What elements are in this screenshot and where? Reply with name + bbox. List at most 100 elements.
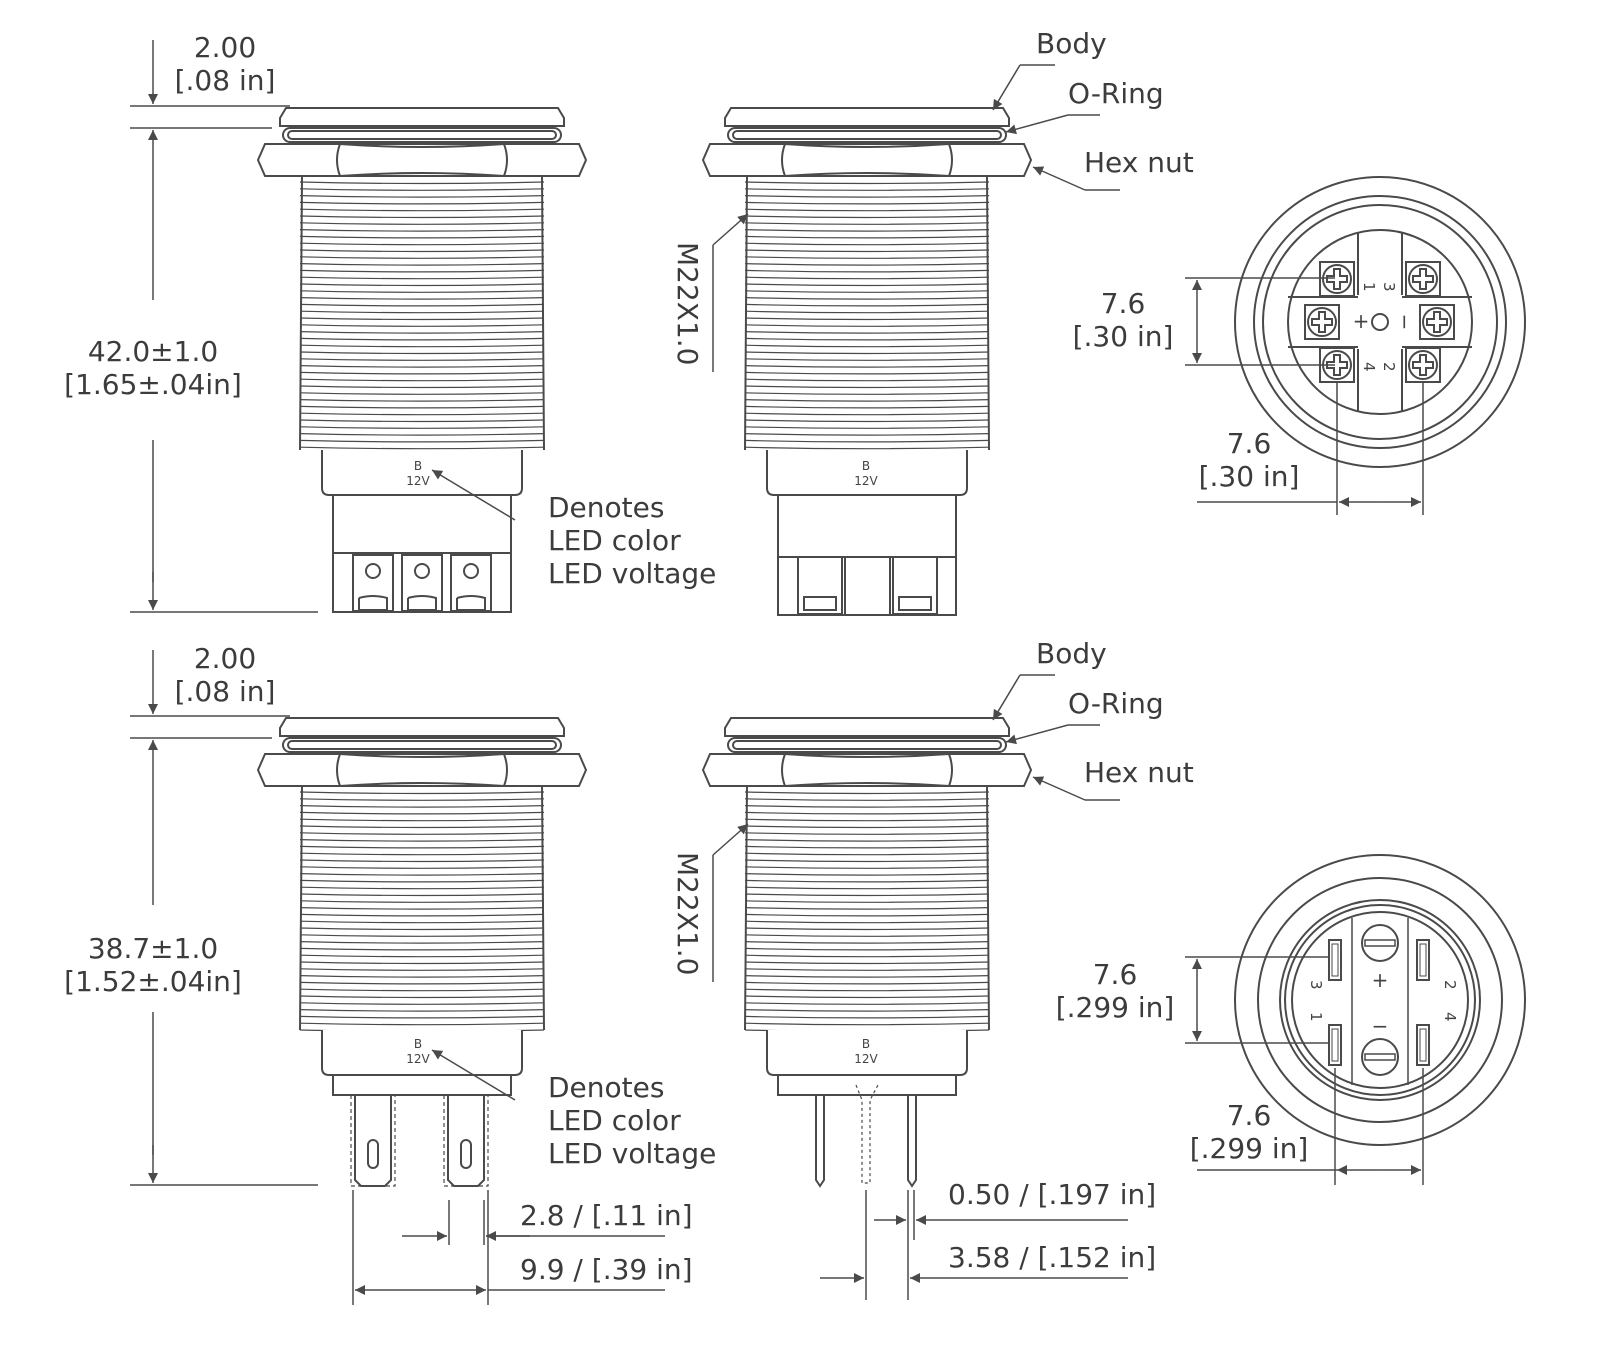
- bezel-cap: [724, 717, 1010, 737]
- thread-line: [299, 988, 545, 992]
- thread-line: [299, 879, 545, 883]
- screw-terminal: [1419, 304, 1455, 340]
- thread-line: [744, 845, 990, 849]
- thread-line: [299, 1002, 545, 1005]
- thread-line: [299, 283, 545, 287]
- phillips-cross-icon: [1311, 311, 1333, 333]
- blade-terminal: [1328, 1024, 1342, 1066]
- screw-terminal: [1405, 261, 1441, 297]
- bezel-cap: [279, 107, 565, 127]
- thread-line: [744, 927, 990, 931]
- label-oring: O-Ring: [1068, 77, 1164, 110]
- oring-leader-arrow: [1005, 724, 1069, 745]
- thread-line: [744, 900, 990, 903]
- thread-line: [744, 839, 990, 842]
- thread-line: [744, 331, 990, 334]
- screw-terminal: [1304, 304, 1340, 340]
- terminal-number: 4: [1360, 362, 1378, 372]
- thread-line: [299, 399, 545, 402]
- marking-color-b-side: B: [862, 1037, 870, 1051]
- thread-line: [744, 365, 990, 368]
- thread-line: [299, 405, 545, 409]
- hidden-pin: [855, 1084, 879, 1184]
- marking-voltage-side: 12V: [854, 474, 878, 488]
- polarity-minus: −: [1393, 314, 1417, 331]
- thread-line: [744, 229, 990, 232]
- thread-line: [744, 249, 990, 253]
- thread-line: [744, 188, 990, 191]
- pin-spacing-h-in: [.30 in]: [1199, 460, 1300, 493]
- terminal-number: 1: [1307, 1012, 1325, 1022]
- hex-nut-facets: [336, 143, 508, 177]
- pin-diameter-dim: 0.50 / [.197 in]: [948, 1178, 1156, 1211]
- thread-line: [744, 181, 990, 185]
- thread-line: [299, 385, 545, 389]
- thread-line: [744, 995, 990, 999]
- thread-line: [744, 886, 990, 890]
- thread-line: [299, 344, 545, 348]
- marking-color: B: [414, 459, 422, 473]
- terminal-face-b: [1291, 911, 1469, 1089]
- terminal-hole: [463, 563, 479, 579]
- thread-line: [744, 852, 990, 856]
- marking-voltage: 12V: [406, 474, 430, 488]
- body-leader-arrow: [992, 64, 1021, 111]
- thread-line: [299, 249, 545, 253]
- tab-spacing-dim: 9.9 / [.39 in]: [520, 1253, 693, 1286]
- thread-line: [744, 920, 990, 924]
- terminal-number: 2: [1380, 362, 1398, 372]
- slotted-screw: [1361, 1038, 1399, 1076]
- pin-spacing-v-in: [.30 in]: [1073, 320, 1174, 353]
- screw-head: [1422, 307, 1452, 337]
- thread-line: [744, 337, 990, 341]
- hex-nut: [256, 753, 588, 787]
- thread-line: [299, 263, 545, 266]
- thread-line: [744, 439, 990, 443]
- thread-line: [299, 371, 545, 375]
- thread-line: [744, 913, 990, 917]
- phillips-cross-icon: [1326, 354, 1348, 376]
- hex-nut: [256, 143, 588, 177]
- thread-line: [744, 907, 990, 910]
- thread-line: [744, 934, 990, 937]
- pin: [815, 1095, 825, 1188]
- thread-line: [299, 811, 545, 815]
- thread-line: [299, 297, 545, 300]
- body-length-mm: 42.0±1.0: [88, 335, 218, 368]
- thread-line: [744, 941, 990, 944]
- terminal-number: 1: [1360, 282, 1378, 292]
- thread-line: [299, 365, 545, 368]
- bezel-ring-1: [1253, 195, 1507, 449]
- thread-line: [744, 399, 990, 402]
- terminal-face: [1287, 229, 1473, 415]
- thread-line: [299, 303, 545, 307]
- thread-line: [299, 337, 545, 341]
- thread-line: [299, 242, 545, 246]
- body-length-in-b: [1.52±.04in]: [64, 965, 242, 998]
- thread-line: [299, 331, 545, 334]
- switch-body: [256, 717, 588, 1076]
- thread-line: [299, 975, 545, 978]
- bezel-ring-b-0: [1234, 854, 1526, 1146]
- thread-line: [299, 927, 545, 931]
- thread-line: [299, 222, 545, 225]
- thread-line: [744, 947, 990, 951]
- thread-line: [744, 263, 990, 266]
- thread-line: [744, 805, 990, 808]
- thread-line: [744, 832, 990, 835]
- terminal-number: 3: [1307, 980, 1325, 990]
- screw-head: [1307, 307, 1337, 337]
- thread-line: [299, 351, 545, 355]
- thread-line: [744, 242, 990, 246]
- thread-line: [744, 358, 990, 361]
- thread-line: [744, 859, 990, 863]
- thread-line: [744, 791, 990, 795]
- terminal-tip: [803, 596, 837, 611]
- marking-voltage-b: 12V: [406, 1052, 430, 1066]
- thread-line: [744, 201, 990, 205]
- thread-line: [299, 832, 545, 835]
- pin-spacing-v-mm-b: 7.6: [1093, 958, 1138, 991]
- thread-spec: M22X1.0: [671, 242, 704, 366]
- screw-slot-icon: [1364, 1053, 1396, 1061]
